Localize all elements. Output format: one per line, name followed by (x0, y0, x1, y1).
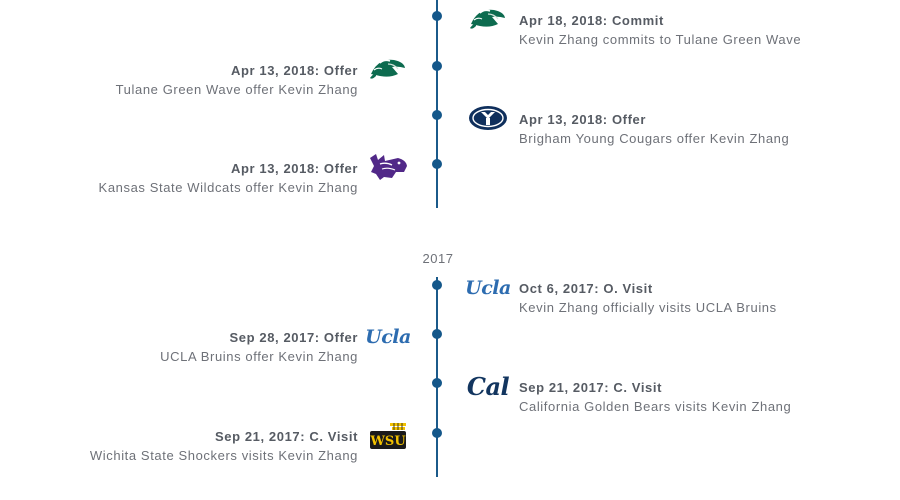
timeline-event: Sep 28, 2017: Offer UCLA Bruins offer Ke… (28, 329, 358, 365)
ucla-logo[interactable]: Ucla (365, 322, 411, 352)
wichita-logo-text: WSU (369, 434, 406, 449)
tulane-green-wave-logo[interactable] (468, 4, 508, 34)
event-title: Sep 21, 2017: C. Visit (519, 380, 663, 395)
event-title: Apr 18, 2018: Commit (519, 13, 664, 28)
tulane-green-wave-logo[interactable] (368, 54, 408, 84)
timeline-event: Sep 21, 2017: C. Visit California Golden… (519, 379, 849, 415)
cal-logo-text: Cal (466, 371, 510, 401)
event-description: Wichita State Shockers visits Kevin Zhan… (89, 448, 358, 463)
timeline-event: Oct 6, 2017: O. Visit Kevin Zhang offici… (519, 280, 849, 316)
event-title: Apr 13, 2018: Offer (519, 112, 647, 127)
timeline-event: Apr 18, 2018: Commit Kevin Zhang commits… (519, 12, 849, 48)
byu-logo[interactable] (468, 103, 508, 133)
event-title: Oct 6, 2017: O. Visit (519, 281, 653, 296)
year-label: 2017 (422, 251, 454, 266)
timeline-line (436, 277, 438, 477)
event-description: Kansas State Wildcats offer Kevin Zhang (98, 180, 358, 195)
timeline-dot (432, 110, 442, 120)
timeline-dot (432, 329, 442, 339)
event-title: Apr 13, 2018: Offer (230, 161, 358, 176)
ucla-logo[interactable]: Ucla (465, 273, 511, 303)
timeline-line (436, 0, 438, 208)
event-description: California Golden Bears visits Kevin Zha… (519, 399, 792, 414)
timeline-event: Apr 13, 2018: Offer Brigham Young Cougar… (519, 111, 849, 147)
timeline-dot (432, 11, 442, 21)
timeline-dot (432, 428, 442, 438)
event-description: Kevin Zhang commits to Tulane Green Wave (519, 32, 802, 47)
ucla-logo-text: Ucla (465, 277, 511, 299)
event-title: Sep 28, 2017: Offer (229, 330, 358, 345)
event-description: Brigham Young Cougars offer Kevin Zhang (519, 131, 790, 146)
event-title: Apr 13, 2018: Offer (230, 63, 358, 78)
timeline-event: Apr 13, 2018: Offer Kansas State Wildcat… (28, 160, 358, 196)
event-description: UCLA Bruins offer Kevin Zhang (160, 349, 358, 364)
event-description: Kevin Zhang officially visits UCLA Bruin… (519, 300, 777, 315)
timeline-dot (432, 378, 442, 388)
event-description: Tulane Green Wave offer Kevin Zhang (115, 82, 358, 97)
wichita-state-shockers-logo[interactable]: WSU (368, 421, 408, 451)
timeline-dot (432, 280, 442, 290)
timeline-dot (432, 159, 442, 169)
kansas-state-wildcat-logo[interactable] (368, 152, 408, 182)
event-title: Sep 21, 2017: C. Visit (214, 429, 358, 444)
cal-logo[interactable]: Cal (466, 371, 510, 401)
timeline-dot (432, 61, 442, 71)
timeline-event: Apr 13, 2018: Offer Tulane Green Wave of… (28, 62, 358, 98)
ucla-logo-text: Ucla (365, 326, 411, 348)
timeline-event: Sep 21, 2017: C. Visit Wichita State Sho… (28, 428, 358, 464)
